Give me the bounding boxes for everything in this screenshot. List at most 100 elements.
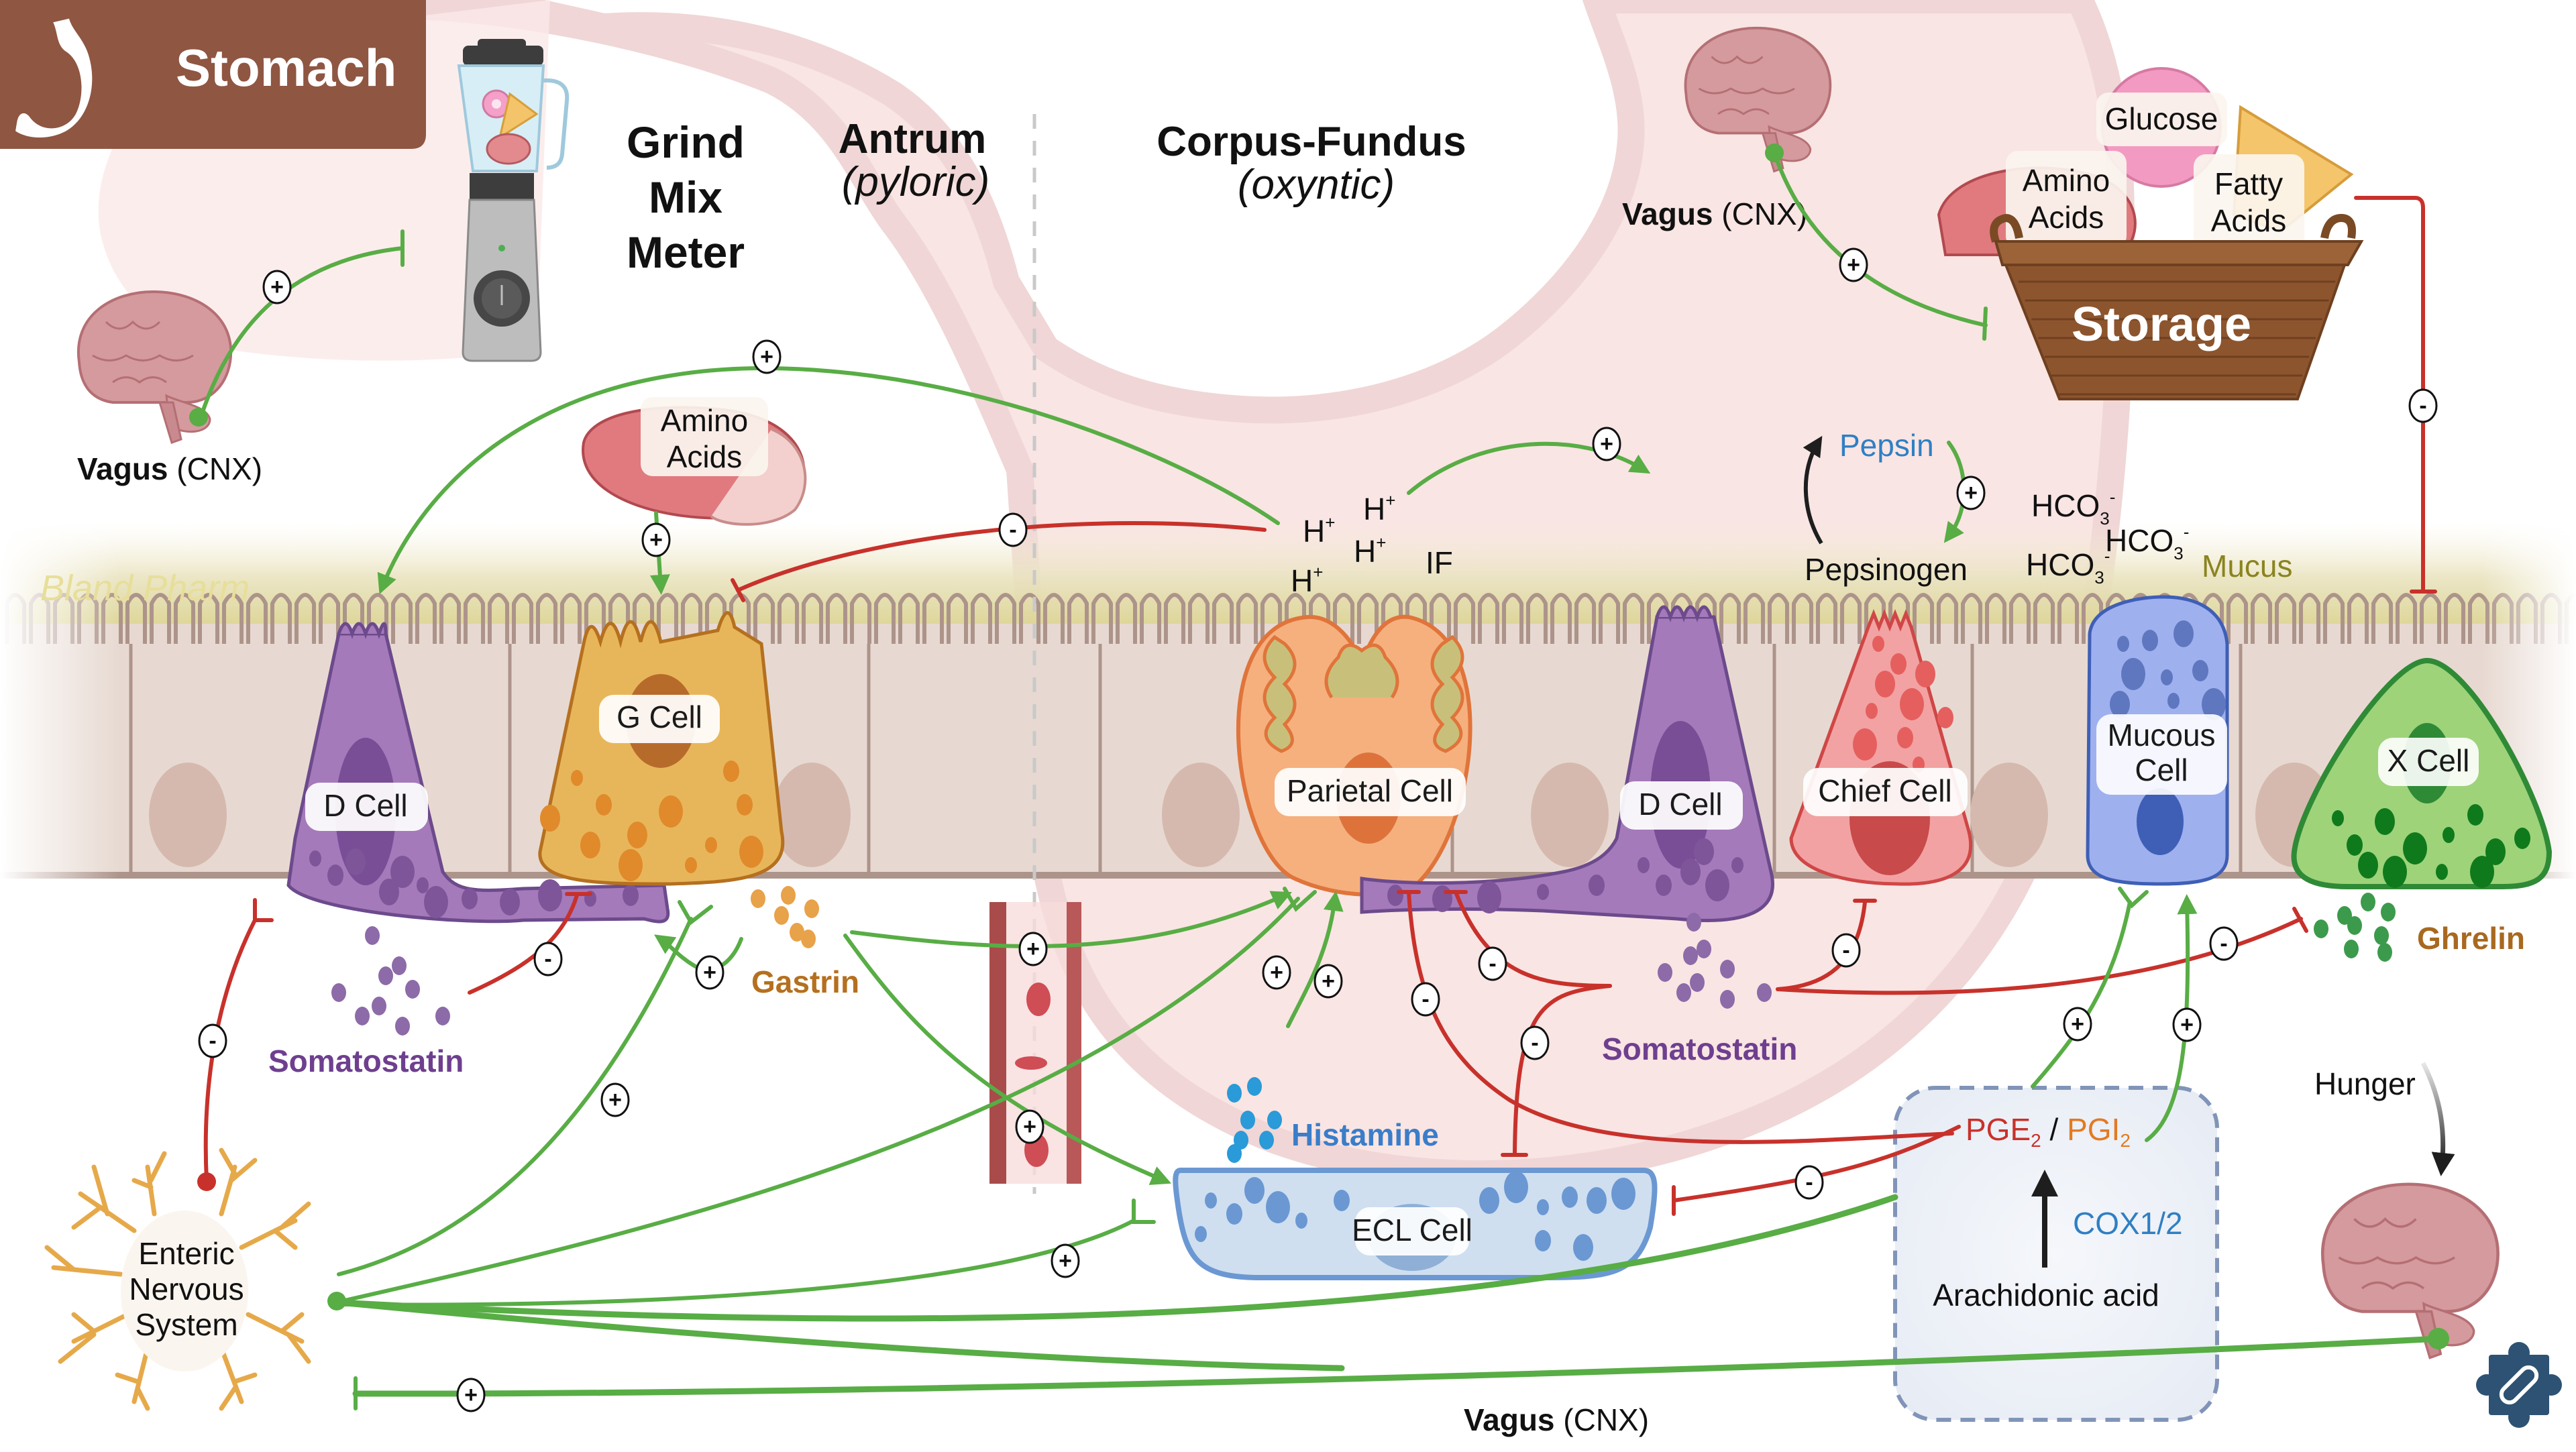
granule [1890, 653, 1907, 675]
granule [345, 848, 366, 875]
puzzle-pill-icon [2476, 1342, 2562, 1428]
gastrin-label: Gastrin [751, 964, 859, 999]
microvillus [608, 593, 630, 644]
granule [500, 889, 520, 915]
header-banner: Stomach [0, 0, 426, 149]
microvillus [1647, 593, 1668, 644]
histamine-granule [1227, 1144, 1242, 1163]
microvillus [2396, 593, 2417, 644]
granule [619, 849, 643, 881]
granule [1872, 636, 1884, 652]
histamine-granule [1240, 1111, 1255, 1129]
granule [390, 856, 415, 888]
granule [2161, 669, 2173, 685]
d-cell-antrum-label: D Cell [323, 788, 407, 823]
ecl-cell-label: ECL Cell [1352, 1213, 1472, 1247]
microvillus [270, 593, 292, 644]
cell-granules [2332, 804, 2530, 888]
minus-sign-marker: - [1794, 1165, 1824, 1200]
somatostatin-granule [372, 997, 386, 1015]
cell-granules [309, 848, 639, 918]
microvillus [584, 593, 606, 644]
granule [2142, 630, 2158, 651]
granule [462, 888, 478, 909]
granule [1244, 1177, 1265, 1204]
pg-to-mucous-1-end [2118, 887, 2149, 909]
fatty-acids-line1: Fatty [2214, 166, 2283, 201]
somatostatin-granule [1720, 990, 1735, 1009]
minus-sign-marker: - [2209, 926, 2239, 961]
microvillus [1260, 593, 1282, 644]
svg-text:+: + [608, 1087, 622, 1113]
granule [1611, 1178, 1635, 1210]
granule [1656, 875, 1672, 896]
watermark-text: Bland Pharm [40, 568, 250, 608]
left-fade [0, 510, 121, 899]
microvillus [174, 593, 195, 644]
somatostatin-granule [435, 1007, 450, 1025]
histamine-granule [1234, 1131, 1248, 1150]
microvillus [488, 593, 509, 644]
steak-antrum: Amino Acids [582, 397, 807, 526]
brain-left [76, 290, 233, 444]
microvillus [1164, 593, 1185, 644]
granule [1731, 857, 1743, 873]
microvillus [2057, 593, 2079, 644]
plus-sign-marker: + [456, 1378, 486, 1412]
brain-bottom-right [2320, 1182, 2500, 1359]
minus-sign-marker: - [1831, 933, 1861, 968]
svg-text:+: + [760, 344, 773, 370]
granule [1432, 885, 1452, 912]
ghrelin-granule [2381, 903, 2396, 922]
lumen-ions: H+ H+ H+ H+ IF Pepsin Pepsinogen HCO3- H… [1291, 428, 2292, 598]
cell-labels: D Cell G Cell Parietal Cell D Cell Chief… [305, 695, 2479, 831]
gastrin-granule [751, 889, 765, 908]
storage-inhibit-x-cell-path [2354, 196, 2425, 592]
svg-text:-: - [1805, 1170, 1813, 1195]
granule [1875, 671, 1895, 697]
svg-text:+: + [649, 527, 663, 553]
corpus-subtitle: (oxyntic) [1238, 162, 1395, 208]
microvillus [802, 593, 823, 644]
microvillus [1961, 593, 1982, 644]
microvillus [1550, 593, 1572, 644]
microvillus [2444, 593, 2465, 644]
somatostatin-granule [378, 966, 393, 985]
granule [1638, 857, 1650, 873]
granule [1205, 1192, 1217, 1209]
epithelial-nucleus [1162, 763, 1240, 867]
d-cell-corpus-label: D Cell [1638, 787, 1722, 822]
somatostatin-inhibit-x-cell-bar [2292, 907, 2308, 933]
microvillus [1091, 593, 1113, 644]
plus-sign-marker: + [2063, 1007, 2092, 1042]
granule [1573, 1234, 1593, 1261]
granule [1479, 1187, 1499, 1214]
parietal-cell [1236, 614, 1472, 897]
somatostatin-granule [1720, 960, 1735, 979]
granule [2167, 693, 2180, 709]
epithelial-nucleus [773, 763, 851, 867]
granule [623, 885, 639, 906]
microvillus [1526, 593, 1548, 644]
ens-to-g-cell-path [337, 917, 693, 1276]
dendrite [246, 1312, 311, 1364]
svg-text:-: - [544, 946, 551, 972]
basket-weave [2018, 280, 2336, 396]
microvillus [1792, 593, 1813, 644]
microvillus [2371, 593, 2393, 644]
histamine-granule [1267, 1111, 1282, 1129]
steak-label-line1: Amino [661, 403, 748, 438]
minus-sign-marker: - [1478, 946, 1507, 981]
microvillus [1067, 593, 1089, 644]
pepsinogen-label: Pepsinogen [1805, 552, 1968, 587]
plus-sign-marker: + [1313, 964, 1343, 999]
granule [327, 864, 343, 886]
granule [2202, 688, 2226, 720]
somatostatin-granule [405, 980, 420, 999]
ghrelin-granule [2337, 906, 2352, 925]
minus-sign-marker: - [198, 1023, 227, 1058]
hco3-2: HCO3- [2105, 522, 2189, 563]
granule [596, 794, 612, 816]
h-plus-2: H+ [1303, 512, 1335, 549]
pepsin-label: Pepsin [1839, 428, 1934, 463]
